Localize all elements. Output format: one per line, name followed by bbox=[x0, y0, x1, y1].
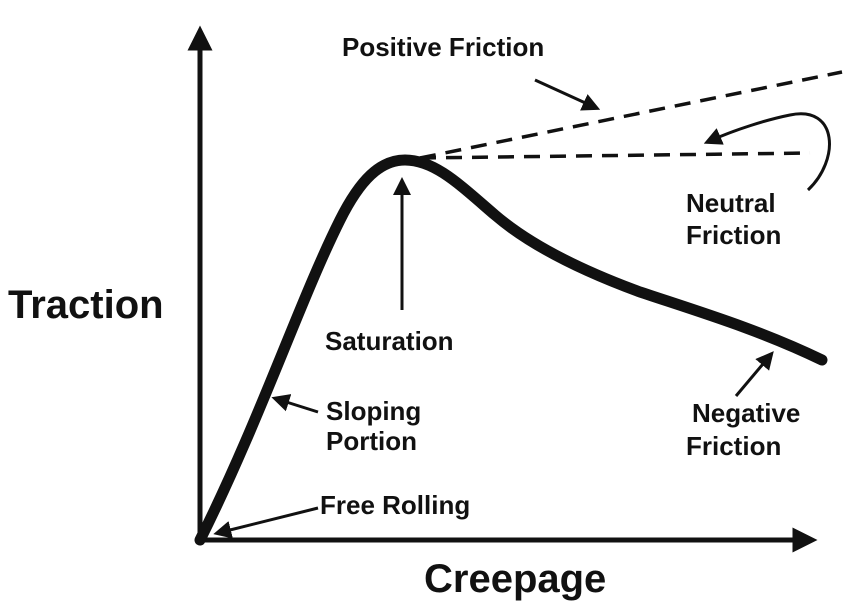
traction-curve bbox=[194, 154, 828, 546]
positive-friction-pointer bbox=[534, 78, 601, 111]
y-axis-label: Traction bbox=[8, 283, 164, 327]
sloping-portion-label-line2: Portion bbox=[326, 426, 417, 456]
positive-friction-line bbox=[419, 70, 843, 160]
neutral-friction-label-line2: Friction bbox=[686, 220, 781, 250]
neutral-friction-line bbox=[419, 151, 811, 160]
neutral-friction-pointer bbox=[703, 112, 831, 192]
positive-friction-label: Positive Friction bbox=[342, 32, 544, 62]
free-rolling-label: Free Rolling bbox=[320, 490, 470, 520]
neutral-friction-label-line1: Neutral bbox=[686, 188, 776, 218]
x-axis-label: Creepage bbox=[424, 557, 606, 601]
negative-friction-label-line2: Friction bbox=[686, 431, 781, 461]
saturation-label: Saturation bbox=[325, 326, 454, 356]
sloping-portion-label-line1: Sloping bbox=[326, 396, 421, 426]
negative-friction-pointer bbox=[734, 351, 774, 397]
negative-friction-label-line1: Negative bbox=[692, 398, 800, 428]
sloping-portion-pointer bbox=[271, 394, 319, 414]
free-rolling-pointer bbox=[213, 506, 319, 539]
